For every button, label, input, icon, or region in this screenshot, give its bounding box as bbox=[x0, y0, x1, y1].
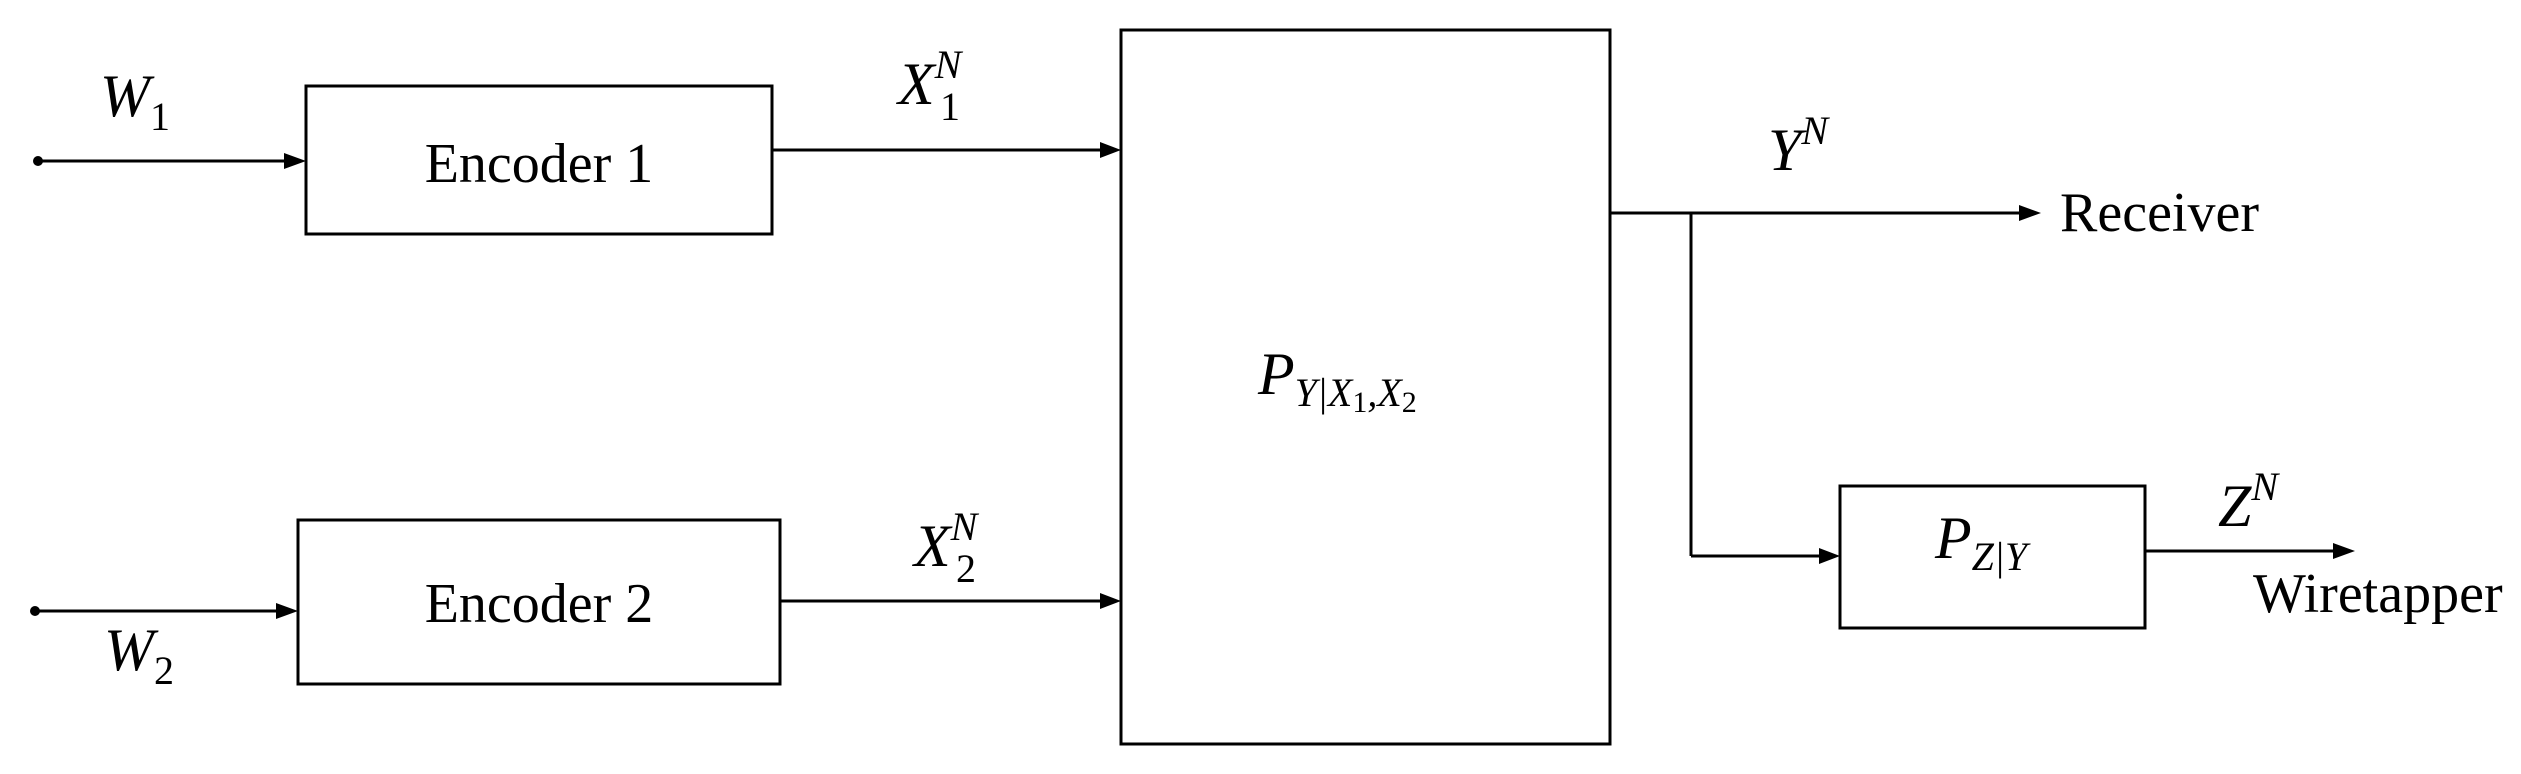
x2-label-sup: N bbox=[950, 504, 980, 549]
w2-label-sub: 2 bbox=[154, 648, 174, 693]
w1-label-base: W bbox=[100, 63, 155, 129]
receiver-label: Receiver bbox=[2060, 182, 2259, 244]
wiretap-branch-arrowhead bbox=[1819, 548, 1840, 564]
encoder-2-label: Encoder 2 bbox=[425, 573, 654, 635]
main-channel-sub-b: 2 bbox=[1402, 386, 1417, 419]
encoder-1-label: Encoder 1 bbox=[425, 133, 654, 195]
w2-label: W2 bbox=[104, 617, 174, 693]
x2-label-base: X bbox=[912, 513, 953, 579]
z-label: ZN bbox=[2218, 464, 2280, 539]
main-channel-sub-mid: ,X bbox=[1367, 370, 1403, 415]
wiretap-channel-sub: Z|Y bbox=[1972, 534, 2031, 579]
wiretapper-label: Wiretapper bbox=[2253, 563, 2503, 625]
y-label-base: Y bbox=[1768, 117, 1807, 183]
x1-label-base: X bbox=[896, 51, 937, 117]
y-label-sup: N bbox=[1800, 108, 1830, 153]
x1-label-sup: N bbox=[934, 42, 964, 87]
w1-label-sub: 1 bbox=[150, 94, 170, 139]
w2-arrowhead bbox=[276, 603, 298, 619]
wiretap-channel-label: PZ|Y bbox=[1934, 505, 2031, 579]
encoder-1-block bbox=[304, 84, 774, 236]
wiretap-channel-base: P bbox=[1934, 505, 1972, 571]
x1-arrowhead bbox=[1100, 142, 1121, 158]
x2-label: XN bbox=[912, 504, 980, 579]
main-channel-label: PY|X1,X2 bbox=[1257, 341, 1417, 419]
main-channel-base: P bbox=[1257, 341, 1295, 407]
y-arrowhead bbox=[2019, 205, 2041, 221]
wiretap-channel-block bbox=[1838, 484, 2147, 630]
y-label: YN bbox=[1768, 108, 1830, 183]
main-channel-block bbox=[1119, 28, 1612, 746]
x1-label: XN bbox=[896, 42, 964, 117]
z-label-sup: N bbox=[2250, 464, 2280, 509]
main-channel-sub-a: 1 bbox=[1352, 386, 1367, 419]
w1-label: W1 bbox=[100, 63, 170, 139]
x2-arrowhead bbox=[1100, 593, 1121, 609]
z-label-base: Z bbox=[2218, 473, 2252, 539]
x2-label-sub: 2 bbox=[956, 546, 976, 591]
x1-label-sub: 1 bbox=[940, 84, 960, 129]
w1-arrowhead bbox=[284, 153, 306, 169]
main-channel-sub-pre: Y|X bbox=[1295, 370, 1354, 415]
z-arrowhead bbox=[2333, 543, 2355, 559]
w2-label-base: W bbox=[104, 617, 159, 683]
